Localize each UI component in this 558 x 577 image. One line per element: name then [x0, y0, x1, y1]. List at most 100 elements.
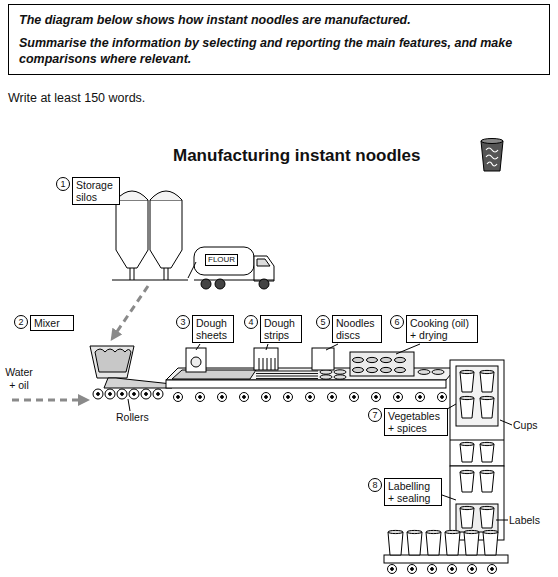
wheel-axle — [491, 568, 494, 571]
dough-sheet — [104, 378, 172, 388]
silo-dome — [116, 191, 148, 200]
conveyor-wheel — [372, 393, 381, 402]
noodle-cup — [480, 372, 494, 392]
mixer-dough — [95, 349, 131, 372]
silo-dome — [150, 191, 182, 200]
process-step: 1Storage silos — [56, 177, 120, 205]
cup-rim — [480, 506, 494, 509]
cutter-blade — [259, 358, 260, 370]
truck-wheel — [259, 279, 269, 289]
truck-hose — [188, 262, 196, 278]
conveyor-wheel — [438, 393, 447, 402]
step-label: Cooking (oil) + drying — [406, 315, 478, 343]
step-label: Vegetables + spices — [384, 408, 448, 436]
prompt-text: The diagram below shows how instant nood… — [19, 12, 539, 28]
process-step: 8Labelling + sealing — [368, 478, 442, 506]
wheel-axle — [441, 396, 444, 399]
cutter-blade — [263, 358, 264, 370]
roller-axle — [97, 393, 100, 396]
callout-number: 6 — [390, 315, 404, 329]
cup-rim — [480, 470, 494, 473]
leader-line — [396, 344, 420, 354]
cup-rim — [445, 530, 460, 533]
dough-sheet-on-belt — [172, 370, 256, 379]
conveyor-wheel — [196, 393, 205, 402]
cooked-disc — [381, 357, 392, 362]
noodle-cup — [460, 472, 474, 492]
cup-rim — [460, 470, 474, 473]
conveyor-wheel — [350, 393, 359, 402]
truck-window — [257, 259, 270, 266]
noodle-cup — [480, 508, 494, 528]
silo-body — [150, 200, 182, 268]
cup-rim — [460, 442, 474, 445]
step-label: Dough strips — [260, 315, 302, 343]
cooked-disc — [395, 367, 406, 372]
conveyor-wheel — [262, 393, 271, 402]
conveyor-wheel — [394, 393, 403, 402]
truck-wheel — [201, 279, 211, 289]
process-step: 6Cooking (oil) + drying — [390, 315, 478, 343]
cup-rim — [464, 530, 479, 533]
sealing-machine — [450, 466, 504, 540]
wheel-axle — [451, 568, 454, 571]
water-flow-arrow — [12, 399, 84, 402]
wheel-axle — [353, 396, 356, 399]
cup-icon-noodles — [486, 148, 498, 166]
leader-line — [196, 344, 200, 350]
instruction-text: Write at least 150 words. — [8, 91, 145, 106]
silo-outlet — [168, 268, 169, 280]
wheel-axle — [471, 568, 474, 571]
step-label: Mixer — [30, 315, 74, 331]
flour-flow-arrow — [114, 286, 148, 336]
wheel-axle — [177, 396, 180, 399]
cup-rack — [456, 366, 498, 426]
conveyor-wheel — [428, 565, 437, 574]
noodle-cup — [388, 532, 403, 555]
tank-label: FLOUR — [205, 254, 238, 266]
silo-outlet — [130, 268, 131, 280]
noodle-disc — [334, 370, 346, 374]
noodle-cup — [480, 398, 494, 418]
step-label: Noodles discs — [332, 315, 382, 343]
wheel-axle — [431, 568, 434, 571]
cup-rim — [480, 396, 494, 399]
dough-strip — [256, 376, 318, 377]
conveyor-wheel — [174, 393, 183, 402]
dough-strip — [256, 373, 318, 374]
cup-rim — [460, 370, 474, 373]
fryer-dryer — [350, 352, 414, 376]
noodle-cup — [480, 444, 494, 462]
ground-line — [112, 280, 188, 281]
silo-outlet — [134, 268, 135, 280]
truck-tank — [194, 247, 254, 275]
wheel-axle — [309, 396, 312, 399]
conveyor-wheel — [468, 565, 477, 574]
truck-wheel — [215, 279, 225, 289]
conveyor-wheel — [306, 393, 315, 402]
cooked-disc — [353, 367, 364, 372]
mixer-hopper — [90, 346, 134, 378]
callout-number: 7 — [368, 408, 382, 422]
cooked-disc — [367, 357, 378, 362]
noodle-cup — [460, 372, 474, 392]
part-label: Cups — [513, 419, 538, 432]
output-conveyor — [384, 555, 508, 563]
conveyor-wheel — [240, 393, 249, 402]
conveyor-wheel — [284, 393, 293, 402]
roller — [153, 389, 163, 399]
noodle-disc — [418, 370, 430, 375]
cup-rim — [426, 530, 441, 533]
conveyor-wheel — [218, 393, 227, 402]
callout-number: 4 — [244, 315, 258, 329]
part-label: Rollers — [116, 411, 149, 424]
cup-rim — [460, 506, 474, 509]
label-unit — [456, 504, 498, 532]
wheel-axle — [331, 396, 334, 399]
cutter-blade — [267, 358, 268, 370]
roller — [129, 389, 139, 399]
truck-cab — [254, 256, 274, 281]
callout-number: 2 — [14, 315, 28, 329]
